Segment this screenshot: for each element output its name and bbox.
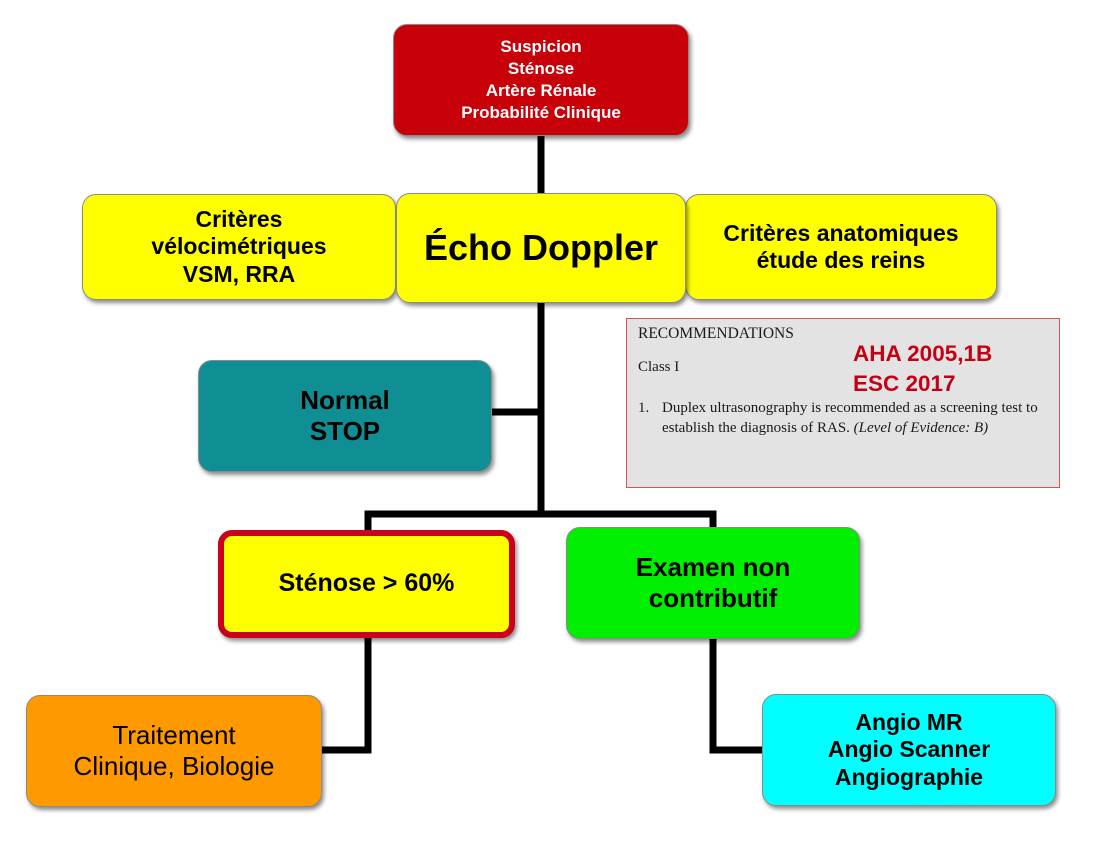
node-stenose-label: Sténose > 60% — [278, 569, 455, 598]
node-examen-line-1: Examen non — [635, 552, 791, 583]
node-criteres-velocimetriques-line-1: Critères — [195, 206, 283, 233]
node-angio: Angio MR Angio Scanner Angiographie — [762, 694, 1056, 806]
node-suspicion-line-4: Probabilité Clinique — [461, 103, 621, 123]
node-criteres-anatomiques-line-2: étude des reins — [756, 247, 926, 273]
node-normal-stop-line-1: Normal — [300, 385, 390, 416]
node-criteres-anatomiques: Critères anatomiques étude des reins — [685, 194, 997, 300]
node-examen-line-2: contributif — [648, 583, 778, 613]
recommendation-item: 1. Duplex ultrasonography is recommended… — [638, 399, 1048, 438]
node-normal-stop: Normal STOP — [198, 360, 492, 472]
node-traitement-line-2: Clinique, Biologie — [73, 751, 275, 781]
node-traitement: Traitement Clinique, Biologie — [26, 695, 322, 807]
node-suspicion-line-1: Suspicion — [500, 36, 582, 56]
connector-stenose-traitement — [318, 634, 372, 754]
node-criteres-velocimetriques-line-2: vélocimétriques — [151, 233, 327, 260]
node-angio-line-1: Angio MR — [855, 709, 963, 736]
node-suspicion-line-3: Artère Rénale — [485, 81, 597, 100]
node-angio-line-2: Angio Scanner — [827, 736, 991, 763]
recommendation-item-text: Duplex ultrasonography is recommended as… — [662, 400, 1038, 436]
recommendations-panel: RECOMMENDATIONS Class I AHA 2005,1B ESC … — [626, 318, 1060, 488]
node-stenose: Sténose > 60% — [218, 530, 515, 638]
node-suspicion-line-2: Sténose — [507, 58, 575, 78]
node-angio-line-3: Angiographie — [834, 763, 984, 790]
recommendations-heading: RECOMMENDATIONS — [638, 325, 794, 342]
recommendations-class-label: Class I — [638, 359, 680, 375]
guideline-badge: AHA 2005,1B ESC 2017 — [853, 339, 992, 400]
connector-split-bar — [364, 510, 717, 534]
node-normal-stop-line-2: STOP — [309, 416, 381, 446]
recommendation-item-number: 1. — [638, 400, 650, 416]
node-echo-doppler-label: Écho Doppler — [423, 226, 659, 268]
node-traitement-line-1: Traitement — [112, 720, 236, 751]
recommendation-item-body: Duplex ultrasonography is recommended as… — [662, 399, 1048, 438]
node-suspicion: Suspicion Sténose Artère Rénale Probabil… — [393, 24, 689, 136]
node-criteres-velocimetriques-line-3: VSM, RRA — [182, 260, 296, 287]
node-echo-doppler: Écho Doppler — [396, 193, 686, 303]
connector-examen-angio — [709, 635, 766, 754]
node-criteres-anatomiques-line-1: Critères anatomiques — [723, 219, 959, 246]
guideline-badge-line-1: AHA 2005,1B — [853, 341, 993, 366]
guideline-badge-line-2: ESC 2017 — [853, 371, 956, 397]
node-criteres-velocimetriques: Critères vélocimétriques VSM, RRA — [82, 194, 396, 300]
recommendation-item-evidence: (Level of Evidence: B) — [853, 419, 989, 436]
node-examen-non-contributif: Examen non contributif — [566, 527, 860, 639]
